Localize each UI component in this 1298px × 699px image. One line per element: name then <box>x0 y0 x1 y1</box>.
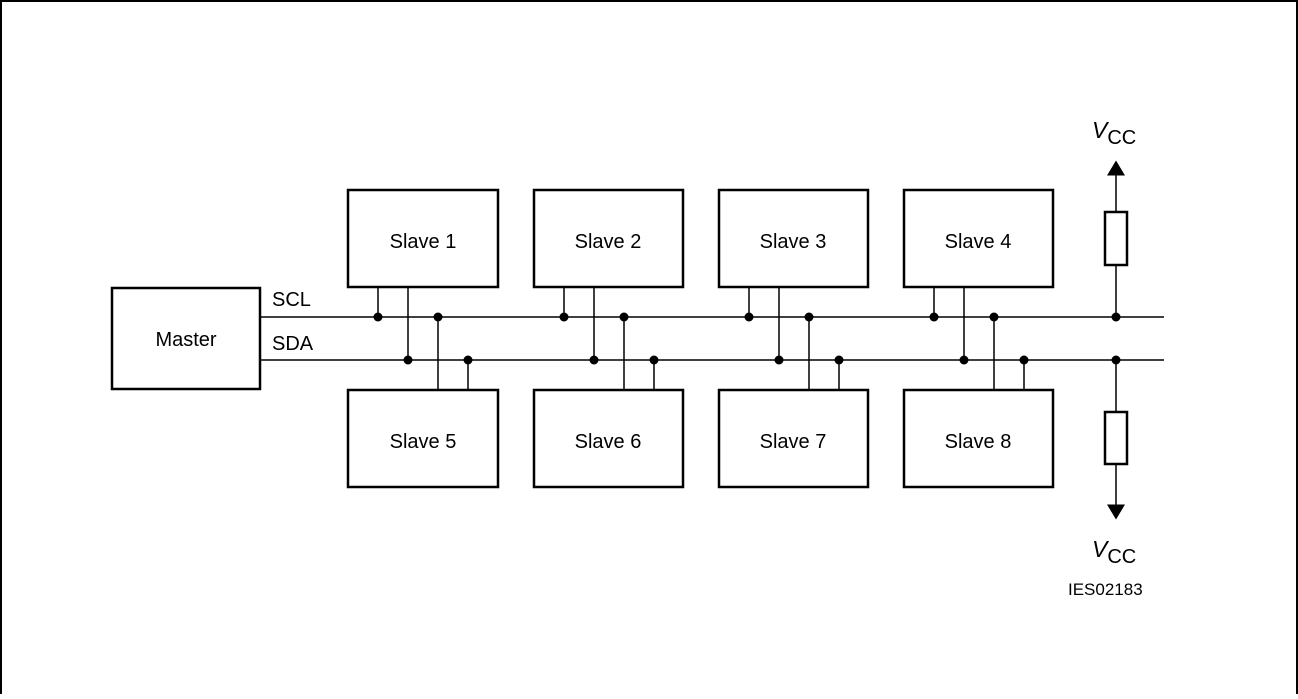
slave-label: Slave 8 <box>945 431 1012 453</box>
slave-bottom-6: Slave 6 <box>532 388 685 489</box>
slave-bottom-8: Slave 8 <box>902 388 1055 489</box>
slave-top-1: Slave 1 <box>346 188 500 289</box>
top-slave-wires <box>377 287 965 360</box>
figure-id: IES02183 <box>1068 580 1143 599</box>
slave-label: Slave 3 <box>760 231 827 253</box>
pullup-resistor-bottom <box>1103 360 1129 520</box>
slave-top-4: Slave 4 <box>902 188 1055 289</box>
vcc-top-label: VCC <box>1092 117 1136 149</box>
slave-bottom-7: Slave 7 <box>717 388 870 489</box>
slave-bottom-5: Slave 5 <box>346 388 500 489</box>
master-block: Master <box>110 286 262 391</box>
slave-label: Slave 4 <box>945 231 1012 253</box>
scl-label: SCL <box>272 289 311 311</box>
slave-label: Slave 7 <box>760 431 827 453</box>
pullup-resistor-top <box>1103 160 1129 317</box>
slave-label: Slave 6 <box>575 431 642 453</box>
junction-dots <box>373 312 1121 365</box>
bottom-slave-wires <box>437 317 1025 390</box>
slave-label: Slave 2 <box>575 231 642 253</box>
slave-label: Slave 1 <box>390 231 457 253</box>
slave-label: Slave 5 <box>390 431 457 453</box>
sda-label: SDA <box>272 333 314 355</box>
master-label: Master <box>155 329 216 351</box>
slave-top-3: Slave 3 <box>717 188 870 289</box>
slave-top-2: Slave 2 <box>532 188 685 289</box>
vcc-bottom-label: VCC <box>1092 536 1136 568</box>
